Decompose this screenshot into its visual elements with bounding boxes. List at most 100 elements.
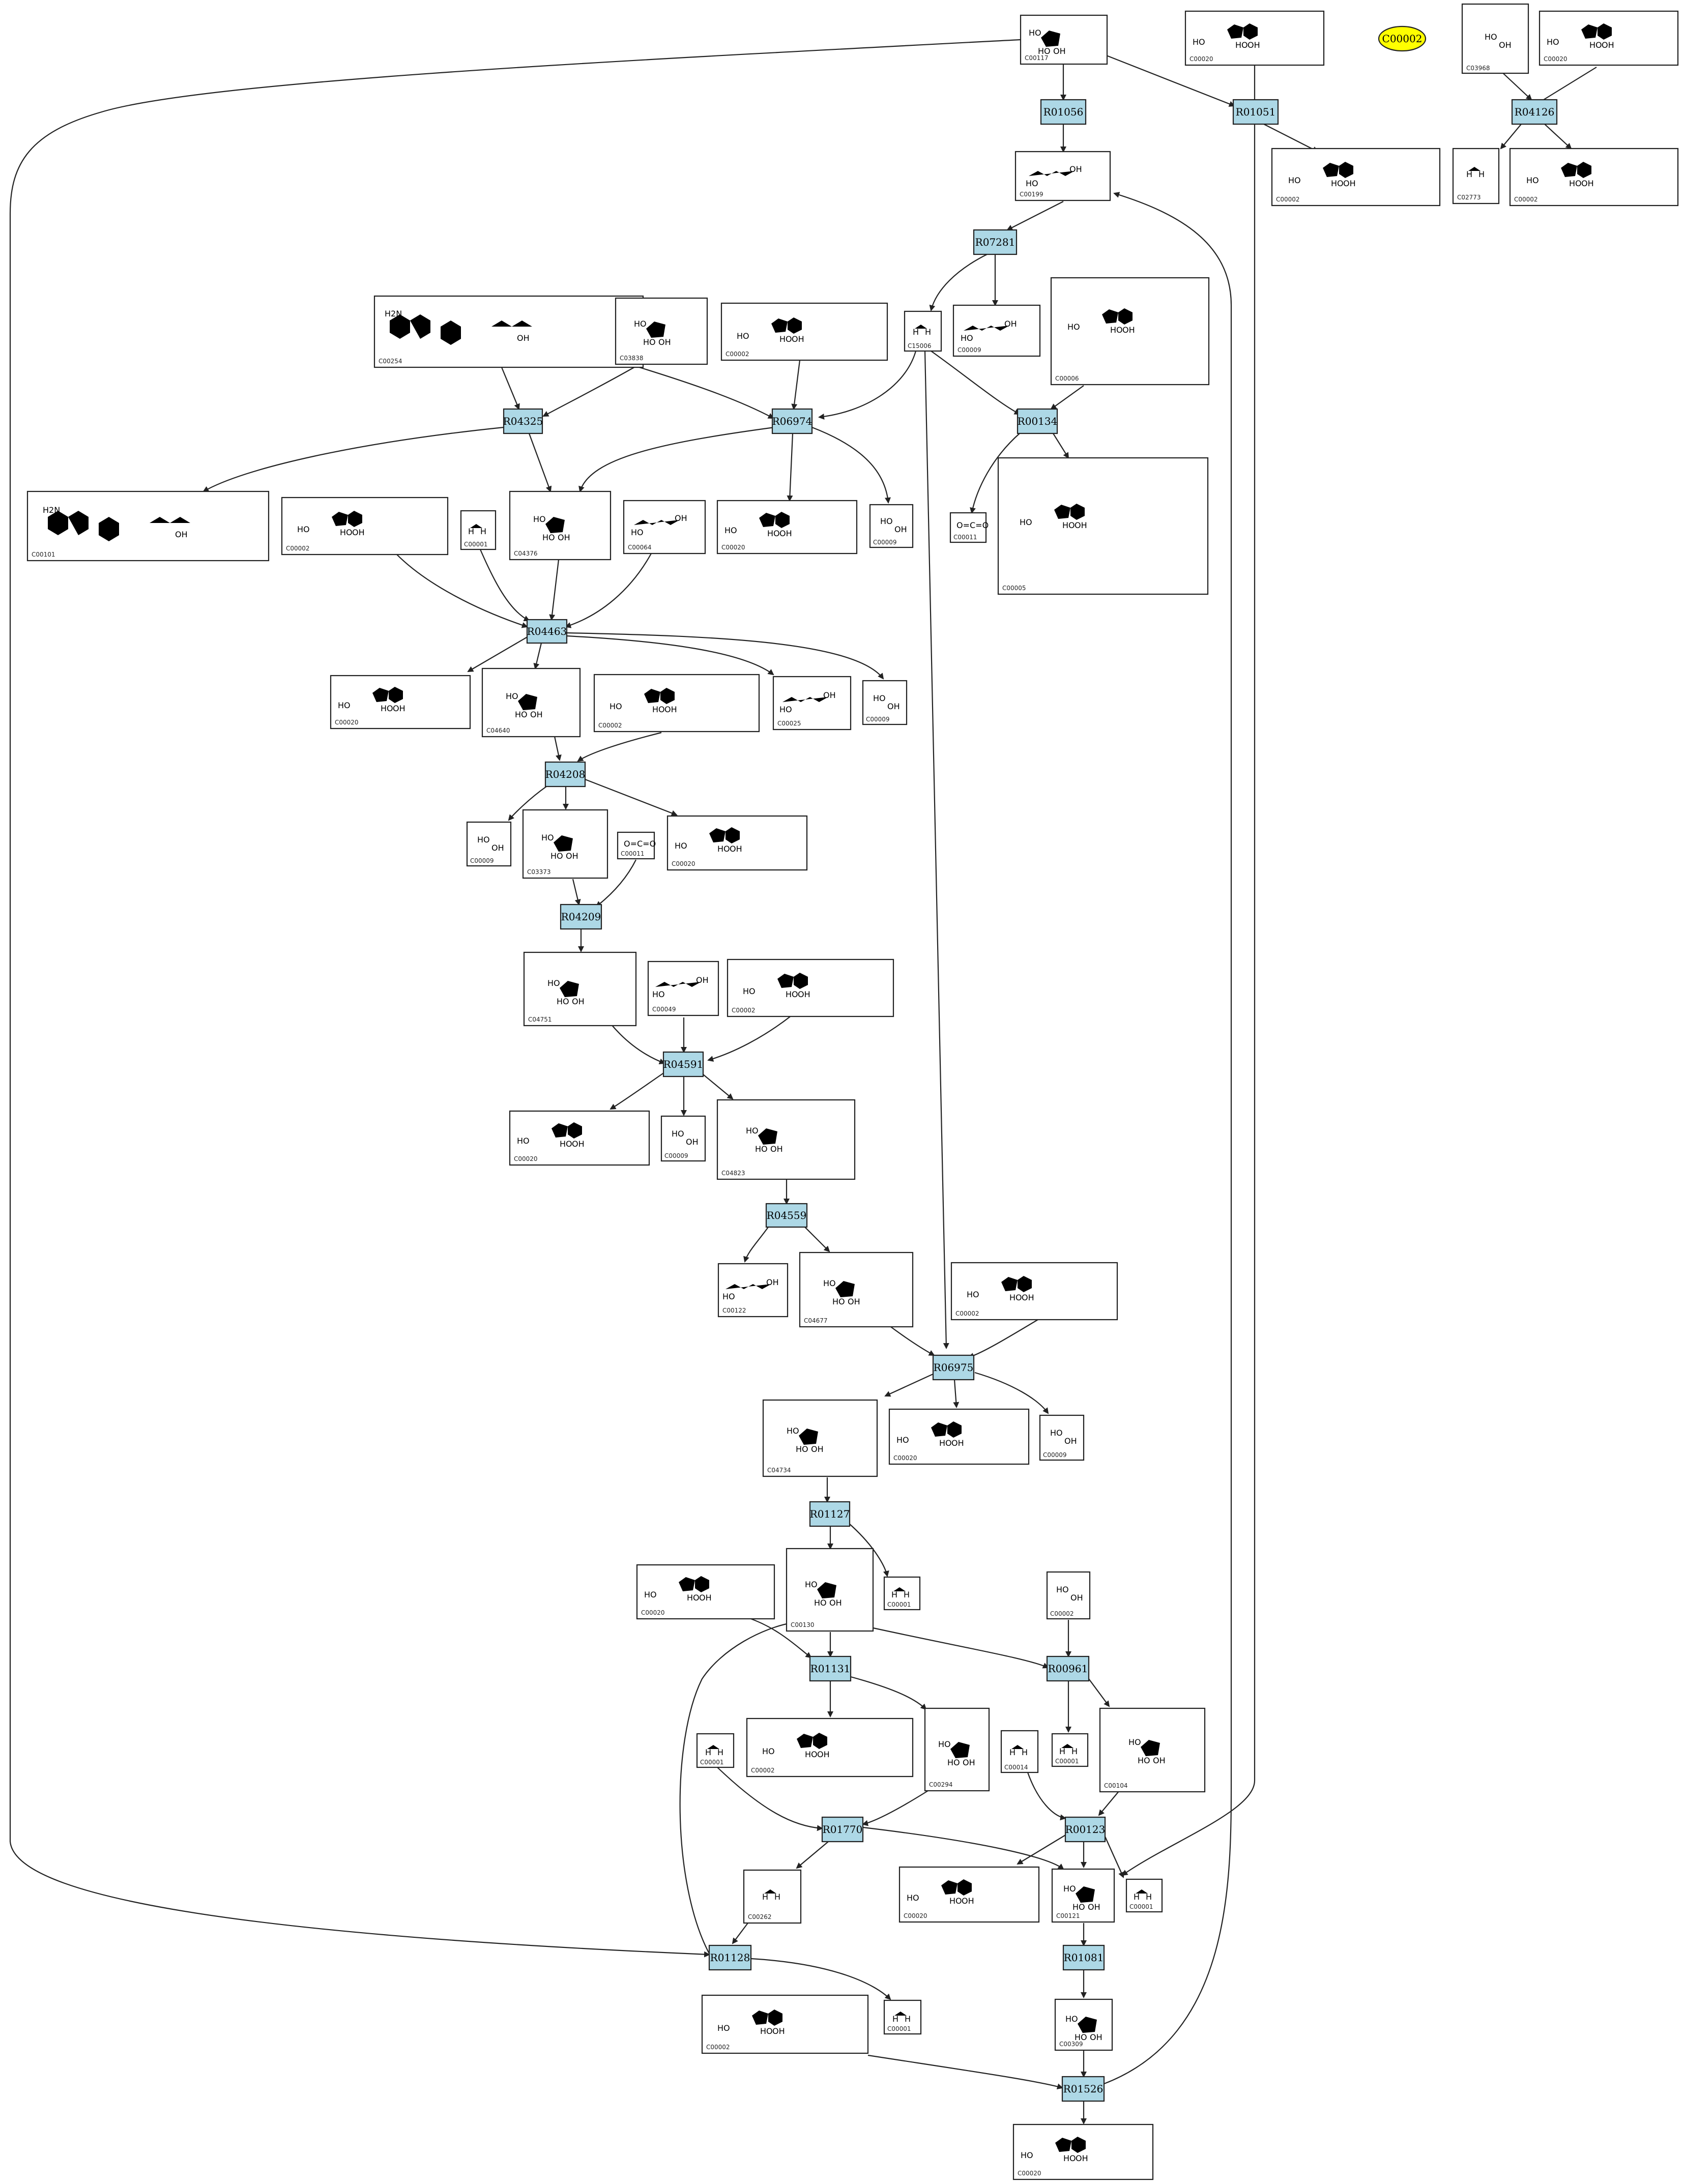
reaction-node[interactable]: R00134 (1017, 408, 1058, 434)
reaction-node[interactable]: R07281 (973, 229, 1018, 255)
compound-id: C00002 (598, 722, 622, 729)
reaction-node[interactable]: R06975 (932, 1354, 975, 1381)
compound-node[interactable]: C00049 (647, 960, 719, 1016)
compound-node[interactable]: C00020 (888, 1408, 1030, 1465)
compound-node[interactable]: C00262 (743, 1869, 802, 1924)
compound-node[interactable]: C00001 (460, 510, 497, 550)
compound-node[interactable]: C00001 (1051, 1733, 1089, 1767)
compound-node[interactable]: C00009 (660, 1115, 706, 1162)
reaction-node[interactable]: R04325 (503, 408, 543, 434)
reaction-node[interactable]: R04463 (526, 619, 568, 644)
compound-node[interactable]: C00001 (883, 1576, 921, 1611)
compound-id: C00009 (866, 716, 890, 723)
compound-node[interactable]: C00104 (1099, 1707, 1206, 1793)
compound-node[interactable]: C00064 (623, 500, 706, 555)
compound-node[interactable]: C03838 (615, 297, 708, 365)
compound-node[interactable]: C00294 (924, 1707, 990, 1792)
compound-node[interactable]: C04640 (481, 667, 581, 738)
reaction-node[interactable]: R01131 (809, 1655, 852, 1682)
reaction-node[interactable]: R00961 (1046, 1655, 1090, 1682)
reaction-node[interactable]: R00123 (1064, 1816, 1106, 1843)
compound-node[interactable]: C00001 (696, 1733, 735, 1768)
compound-node[interactable]: C00020 (1539, 10, 1679, 66)
compound-node[interactable]: C15006 (904, 310, 942, 352)
compound-node[interactable]: C04751 (523, 951, 637, 1027)
compound-node[interactable]: C04376 (509, 490, 612, 561)
compound-node[interactable]: C00009 (1039, 1414, 1085, 1461)
compound-node[interactable]: C00020 (1012, 2123, 1154, 2180)
compound-node[interactable]: C00121 (1051, 1868, 1115, 1923)
reaction-node[interactable]: R01128 (708, 1944, 752, 1971)
compound-node[interactable]: C00001 (883, 1999, 922, 2035)
compound-node[interactable]: C00002 (593, 674, 760, 733)
compound-node[interactable]: C00254 (373, 295, 644, 368)
reaction-node[interactable]: R04591 (662, 1051, 704, 1078)
compound-node[interactable]: C03373 (522, 809, 608, 879)
compound-node[interactable]: C00199 (1014, 151, 1111, 201)
compound-node[interactable]: C00309 (1054, 1998, 1113, 2051)
compound-node[interactable]: C00009 (466, 821, 512, 867)
compound-node[interactable]: C00020 (716, 500, 858, 555)
compound-node[interactable]: C00002 (950, 1262, 1118, 1321)
compound-node[interactable]: C00020 (666, 815, 808, 871)
compound-id: C00254 (379, 358, 402, 365)
compound-id: C00020 (335, 719, 359, 726)
compound-id: C00002 (955, 1310, 979, 1317)
compound-node[interactable]: C00002 (1046, 1571, 1091, 1620)
edge (953, 1379, 960, 1408)
compound-node[interactable]: C00009 (869, 504, 914, 548)
compound-node[interactable]: C00020 (1184, 10, 1325, 66)
compound-node[interactable]: C00002 (701, 1994, 869, 2054)
edge (1500, 124, 1522, 150)
compound-node[interactable]: C04734 (762, 1399, 878, 1477)
reaction-node[interactable]: R01770 (821, 1816, 864, 1843)
compound-node[interactable]: C00014 (1000, 1730, 1039, 1773)
compound-node[interactable]: C04823 (716, 1099, 856, 1180)
compound-id: C00011 (953, 534, 977, 541)
compound-node[interactable]: C00020 (636, 1564, 775, 1620)
compound-node[interactable]: C00006 (1050, 277, 1210, 386)
compound-node[interactable]: C00002 (1271, 148, 1441, 207)
reaction-node[interactable]: R01056 (1040, 99, 1087, 125)
reaction-node[interactable]: R01051 (1232, 99, 1279, 125)
compound-node[interactable]: C00011 (617, 831, 656, 860)
compound-node[interactable]: C00002 (746, 1717, 914, 1778)
compound-node[interactable]: C00025 (772, 676, 852, 731)
compound-node[interactable]: C00005 (997, 457, 1209, 595)
compound-node[interactable]: C00002 (727, 958, 894, 1017)
compound-node[interactable]: C00130 (786, 1548, 874, 1632)
compound-node[interactable]: C00117 (1020, 14, 1108, 65)
compound-id: C00001 (464, 541, 488, 548)
compound-node[interactable]: C00011 (949, 512, 989, 543)
compound-id: C00002 (1276, 196, 1300, 203)
compound-node[interactable]: C00101 (26, 490, 270, 562)
reaction-node[interactable]: R04208 (544, 761, 586, 788)
orphan-compound[interactable]: C00002 (1378, 25, 1427, 52)
reaction-node[interactable]: R04126 (1511, 99, 1558, 125)
edge (811, 426, 891, 504)
reaction-node[interactable]: R01526 (1061, 2076, 1105, 2102)
compound-node[interactable]: C00009 (862, 680, 908, 725)
reaction-node[interactable]: R01081 (1062, 1944, 1105, 1971)
compound-node[interactable]: C04677 (799, 1251, 914, 1328)
edge (931, 351, 1021, 415)
reaction-node[interactable]: R06974 (771, 408, 813, 434)
compound-node[interactable]: C02773 (1452, 148, 1500, 205)
compound-node[interactable]: C00020 (509, 1110, 650, 1166)
edge (970, 433, 1020, 514)
reaction-node[interactable]: R04209 (560, 904, 602, 930)
compound-node[interactable]: C00001 (1125, 1878, 1163, 1913)
compound-node[interactable]: C00002 (1509, 148, 1679, 207)
compound-node[interactable]: C00002 (281, 497, 449, 556)
reaction-node[interactable]: R04559 (765, 1203, 808, 1228)
compound-node[interactable]: C00020 (898, 1866, 1040, 1923)
reaction-node[interactable]: R01127 (809, 1501, 851, 1527)
compound-node[interactable]: C03968 (1461, 3, 1529, 74)
edge (929, 254, 988, 311)
compound-node[interactable]: C00009 (952, 304, 1041, 357)
compound-node[interactable]: C00020 (330, 675, 471, 730)
compound-node[interactable]: C00002 (720, 302, 888, 361)
edge (850, 1676, 927, 1710)
compound-node[interactable]: C00122 (717, 1263, 789, 1318)
edge (1544, 124, 1572, 150)
